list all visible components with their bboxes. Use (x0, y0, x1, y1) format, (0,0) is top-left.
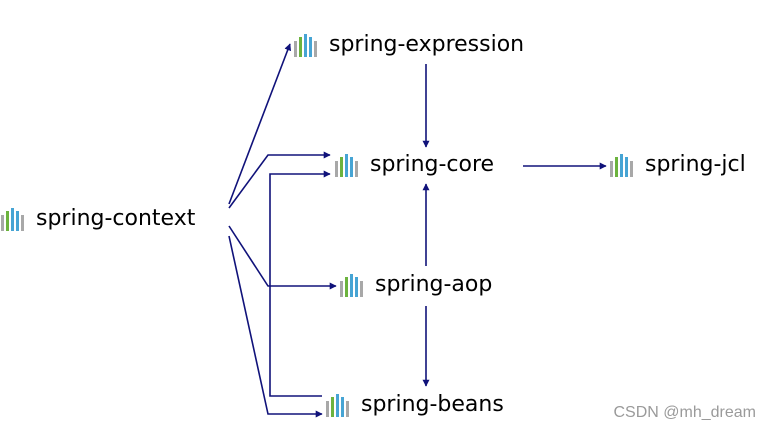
library-bar-5 (360, 281, 363, 297)
edge-context-to-aop (228, 225, 337, 290)
library-bar-3 (304, 34, 307, 57)
library-bar-5 (314, 41, 317, 57)
node-label-spring-jcl: spring-jcl (645, 152, 746, 177)
node-label-spring-aop: spring-aop (375, 272, 493, 297)
library-bar-3 (336, 394, 339, 417)
library-bar-2 (6, 211, 9, 231)
edge-context-to-beans (228, 235, 323, 418)
library-bar-2 (331, 397, 334, 417)
library-bar-2 (615, 157, 618, 177)
library-bars-icon (326, 394, 349, 417)
node-label-spring-context: spring-context (36, 206, 196, 231)
library-bar-3 (620, 154, 623, 177)
node-spring-core[interactable]: spring-core (334, 151, 494, 179)
node-label-spring-core: spring-core (370, 152, 495, 177)
library-bars-icon (1, 208, 24, 231)
library-bar-5 (21, 215, 24, 231)
library-bar-3 (350, 274, 353, 297)
library-bar-4 (16, 211, 19, 231)
node-spring-context[interactable]: spring-context (0, 205, 195, 233)
node-spring-expression[interactable]: spring-expression (293, 31, 524, 59)
library-bars-icon (610, 154, 633, 177)
library-bar-5 (630, 161, 633, 177)
edge-context-to-expression (228, 43, 292, 205)
library-bar-4 (341, 397, 344, 417)
library-bar-3 (11, 208, 14, 231)
library-bar-5 (355, 161, 358, 177)
node-spring-jcl[interactable]: spring-jcl (609, 151, 746, 179)
watermark: CSDN @mh_dream (613, 404, 757, 421)
library-bar-3 (345, 154, 348, 177)
node-spring-aop[interactable]: spring-aop (339, 271, 492, 299)
edge-context-to-core (228, 151, 331, 209)
library-bars-icon (294, 34, 317, 57)
library-bar-5 (346, 401, 349, 417)
library-bar-1 (294, 41, 297, 57)
library-bar-4 (625, 157, 628, 177)
library-bar-1 (340, 281, 343, 297)
library-bars-icon (335, 154, 358, 177)
edge-beans-to-core (269, 170, 331, 397)
library-bar-2 (340, 157, 343, 177)
library-bar-1 (1, 215, 4, 231)
library-bar-1 (326, 401, 329, 417)
library-bar-1 (335, 161, 338, 177)
library-bar-4 (355, 277, 358, 297)
node-label-spring-expression: spring-expression (329, 32, 525, 57)
library-bar-4 (309, 37, 312, 57)
library-bar-2 (345, 277, 348, 297)
library-bars-icon (340, 274, 363, 297)
library-bar-2 (299, 37, 302, 57)
library-bar-4 (350, 157, 353, 177)
library-bar-1 (610, 161, 613, 177)
node-spring-beans[interactable]: spring-beans (325, 391, 504, 419)
node-label-spring-beans: spring-beans (361, 392, 504, 417)
